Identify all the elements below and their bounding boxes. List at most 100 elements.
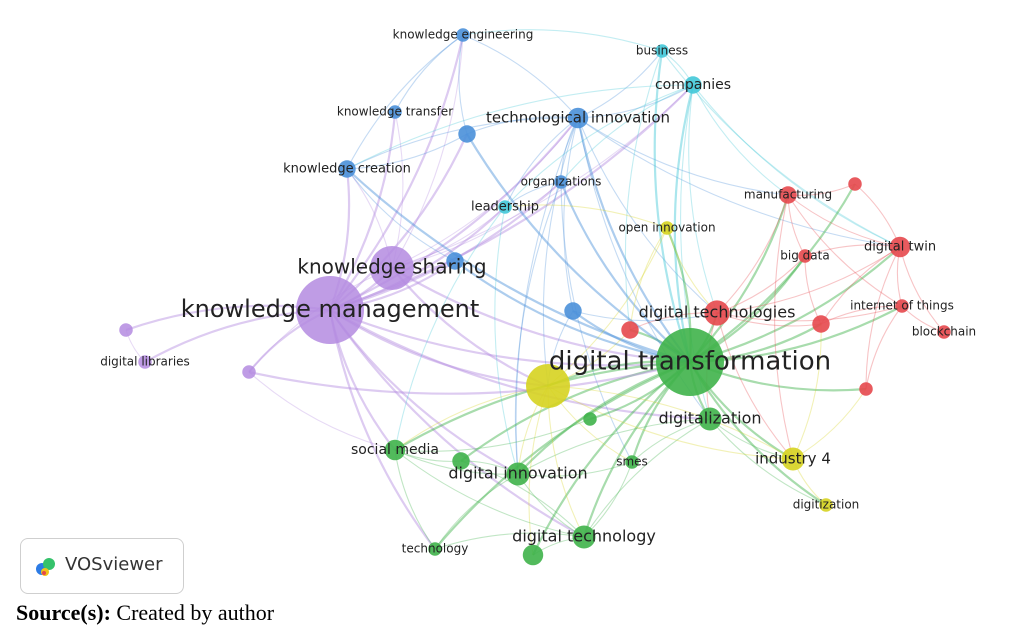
node-technological-innovation[interactable] xyxy=(567,107,589,129)
link-knowledge-creation-blue-a xyxy=(346,133,468,170)
link-knowledge-management-technology xyxy=(328,309,436,550)
node-blue-c[interactable] xyxy=(564,302,582,320)
link-digital-technology-technology xyxy=(434,532,585,550)
link-social-media-digital-technology xyxy=(394,449,585,538)
link-knowledge-management-technological-innovation xyxy=(329,117,579,312)
label-digitalization: digitalization xyxy=(658,409,761,428)
link-digital-technologies-internet-of-things xyxy=(716,305,903,322)
link-digitalization-digital-technology xyxy=(583,418,711,538)
link-technological-innovation-digital-transformation xyxy=(576,117,691,363)
link-digital-innovation-smes xyxy=(517,461,633,477)
link-digital-twin-red-d xyxy=(865,246,901,390)
node-digital-libraries[interactable] xyxy=(138,355,152,369)
link-companies-digital-technologies xyxy=(688,84,718,314)
node-red-c[interactable] xyxy=(848,177,862,191)
node-digital-technology[interactable] xyxy=(572,525,596,549)
node-manufacturing[interactable] xyxy=(779,186,797,204)
link-blue-a-digital-transformation xyxy=(466,133,691,363)
link-technological-innovation-digital-innovation xyxy=(515,117,579,475)
label-industry-4: industry 4 xyxy=(755,450,831,468)
label-knowledge-management: knowledge management xyxy=(181,295,480,323)
node-social-media[interactable] xyxy=(384,439,406,461)
link-knowledge-management-digital-technology xyxy=(329,309,585,538)
link-knowledge-sharing-knowledge-engineering xyxy=(391,34,464,269)
label-manufacturing: manufacturing xyxy=(744,188,832,202)
node-purple-a[interactable] xyxy=(119,323,133,337)
link-social-media-digital-innovation xyxy=(394,449,519,475)
link-companies-manufacturing xyxy=(692,84,789,196)
link-manufacturing-industry-4 xyxy=(774,194,794,460)
link-open-innovation-red-a xyxy=(629,227,668,331)
link-technological-innovation-companies xyxy=(577,84,694,119)
label-leadership: leadership xyxy=(471,200,539,215)
node-red-b[interactable] xyxy=(812,315,830,333)
link-technological-innovation-business xyxy=(577,50,663,119)
label-digital-innovation: digital innovation xyxy=(448,464,587,483)
node-green-c[interactable] xyxy=(583,412,597,426)
label-knowledge-creation: knowledge creation xyxy=(283,162,411,177)
label-internet-of-things: internet of things xyxy=(850,299,954,313)
link-knowledge-engineering-knowledge-transfer xyxy=(394,34,464,113)
link-technological-innovation-knowledge-engineering xyxy=(462,34,579,119)
link-leadership-digital-innovation xyxy=(494,206,519,475)
link-yellow-hub-open-innovation xyxy=(547,227,668,387)
link-knowledge-engineering-blue-a xyxy=(458,34,468,135)
link-knowledge-sharing-technological-innovation xyxy=(391,117,579,269)
node-digitization[interactable] xyxy=(819,498,833,512)
node-digitalization[interactable] xyxy=(698,407,722,431)
node-organizations[interactable] xyxy=(554,175,568,189)
node-yellow-hub[interactable] xyxy=(526,364,570,408)
node-digital-innovation[interactable] xyxy=(506,462,530,486)
node-purple-b[interactable] xyxy=(242,365,256,379)
node-open-innovation[interactable] xyxy=(660,221,674,235)
link-knowledge-sharing-organizations xyxy=(391,181,562,269)
link-companies-knowledge-creation xyxy=(346,84,694,170)
node-knowledge-creation[interactable] xyxy=(338,160,356,178)
label-big-data: big data xyxy=(780,249,829,263)
node-knowledge-engineering[interactable] xyxy=(456,28,470,42)
link-companies-leadership xyxy=(504,84,694,208)
node-leadership[interactable] xyxy=(498,200,512,214)
node-industry-4[interactable] xyxy=(781,447,805,471)
label-digital-technologies: digital technologies xyxy=(639,303,796,322)
node-knowledge-sharing[interactable] xyxy=(370,246,414,290)
node-green-a[interactable] xyxy=(452,452,470,470)
link-knowledge-creation-blue-b xyxy=(346,168,456,262)
link-knowledge-creation-digital-transformation xyxy=(346,168,691,364)
node-digital-twin[interactable] xyxy=(889,236,911,258)
link-technological-innovation-digital-technologies xyxy=(577,117,718,314)
source-caption: Source(s): Created by author xyxy=(16,600,274,626)
label-technology: technology xyxy=(402,542,469,556)
node-business[interactable] xyxy=(655,44,669,58)
link-social-media-technology xyxy=(394,449,436,550)
node-knowledge-management[interactable] xyxy=(296,276,364,344)
node-internet-of-things[interactable] xyxy=(895,299,909,313)
node-red-a[interactable] xyxy=(621,321,639,339)
link-organizations-smes xyxy=(560,181,633,463)
node-green-b[interactable] xyxy=(522,544,544,566)
node-technology[interactable] xyxy=(428,542,442,556)
link-technological-innovation-digital-twin xyxy=(577,117,901,248)
node-digital-technologies[interactable] xyxy=(704,300,730,326)
node-blue-a[interactable] xyxy=(458,125,476,143)
link-knowledge-management-digital-transformation xyxy=(329,308,691,367)
label-digital-transformation: digital transformation xyxy=(549,347,831,377)
node-big-data[interactable] xyxy=(798,249,812,263)
node-blockchain[interactable] xyxy=(937,325,951,339)
node-digital-transformation[interactable] xyxy=(656,328,724,396)
node-blue-b[interactable] xyxy=(446,252,464,270)
link-business-knowledge-engineering xyxy=(462,29,663,52)
link-digital-technologies-digital-twin xyxy=(716,246,901,314)
link-technological-innovation-blue-a xyxy=(466,116,579,135)
link-blue-c-digital-technologies xyxy=(572,310,718,322)
link-knowledge-sharing-digital-transformation xyxy=(391,267,691,364)
link-industry-4-red-b xyxy=(792,323,822,460)
source-caption-text: Created by author xyxy=(110,600,275,625)
link-knowledge-management-digitalization xyxy=(329,309,711,421)
node-smes[interactable] xyxy=(625,455,639,469)
node-red-d[interactable] xyxy=(859,382,873,396)
node-knowledge-transfer[interactable] xyxy=(388,105,402,119)
node-companies[interactable] xyxy=(684,76,702,94)
